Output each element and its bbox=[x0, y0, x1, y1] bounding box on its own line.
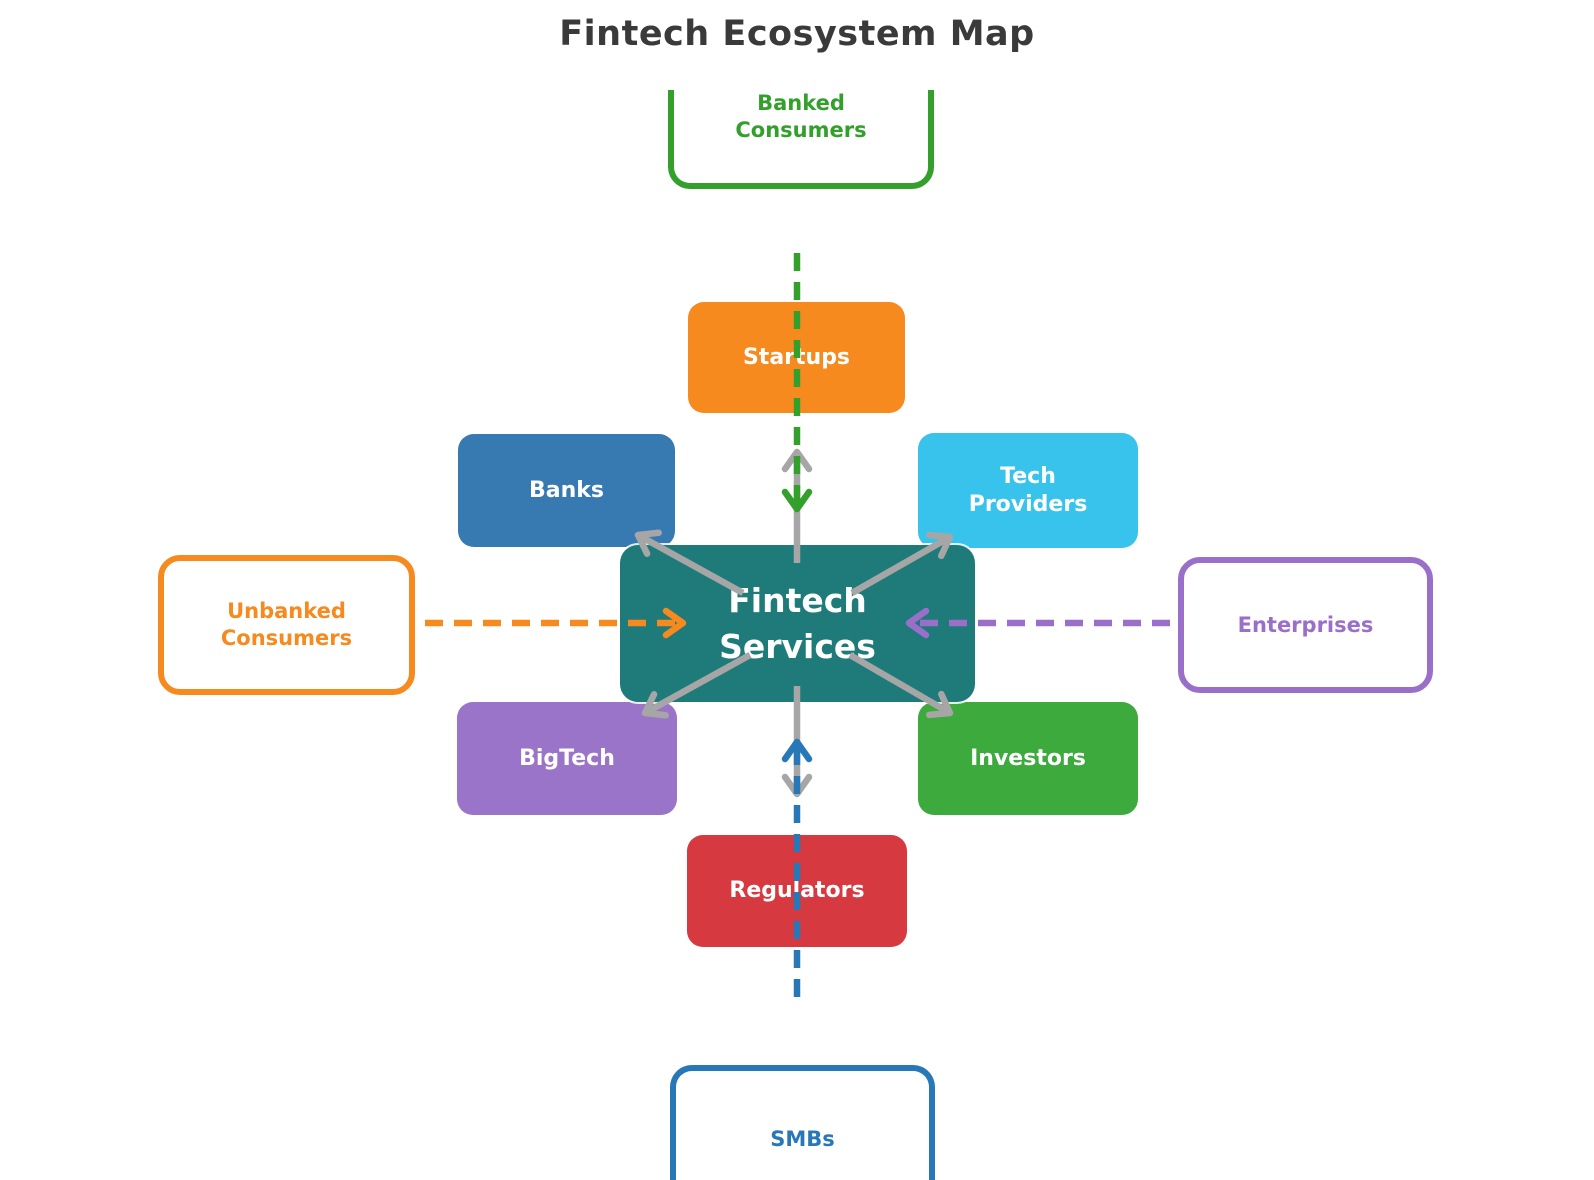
node-label-line: Consumers bbox=[220, 626, 353, 650]
node-label: BigTech bbox=[519, 745, 615, 771]
node-tech-providers: Tech Providers bbox=[918, 433, 1138, 548]
node-label: Regulators bbox=[729, 878, 865, 903]
node-startups: Startups bbox=[688, 302, 905, 413]
diagram-title: Fintech Ecosystem Map bbox=[559, 14, 1035, 54]
node-enterprises: Enterprises bbox=[1178, 557, 1433, 693]
node-label-line: Tech bbox=[1000, 463, 1056, 489]
node-label-line: Consumers bbox=[735, 118, 867, 142]
node-banks: Banks bbox=[458, 434, 675, 547]
node-label: Enterprises bbox=[1237, 612, 1374, 637]
node-regulators: Regulators bbox=[687, 835, 907, 947]
node-label-line: Unbanked bbox=[227, 599, 346, 623]
node-label-line: Providers bbox=[968, 491, 1088, 517]
node-investors: Investors bbox=[918, 702, 1138, 815]
node-label: SMBs bbox=[770, 1127, 835, 1151]
node-unbanked-consumers: Unbanked Consumers bbox=[158, 555, 415, 695]
node-bigtech: BigTech bbox=[457, 702, 677, 815]
node-label-line: Banked bbox=[757, 91, 845, 115]
node-label: Investors bbox=[970, 745, 1086, 771]
node-smbs: SMBs bbox=[670, 1065, 935, 1180]
node-label: Banks bbox=[528, 477, 604, 503]
node-label: Startups bbox=[742, 344, 851, 370]
node-fintech-services: Fintech Services bbox=[620, 545, 975, 702]
node-label-line: Fintech bbox=[728, 580, 867, 620]
node-label-line: Services bbox=[719, 626, 876, 666]
node-banked-consumers: Banked Consumers bbox=[668, 90, 934, 189]
